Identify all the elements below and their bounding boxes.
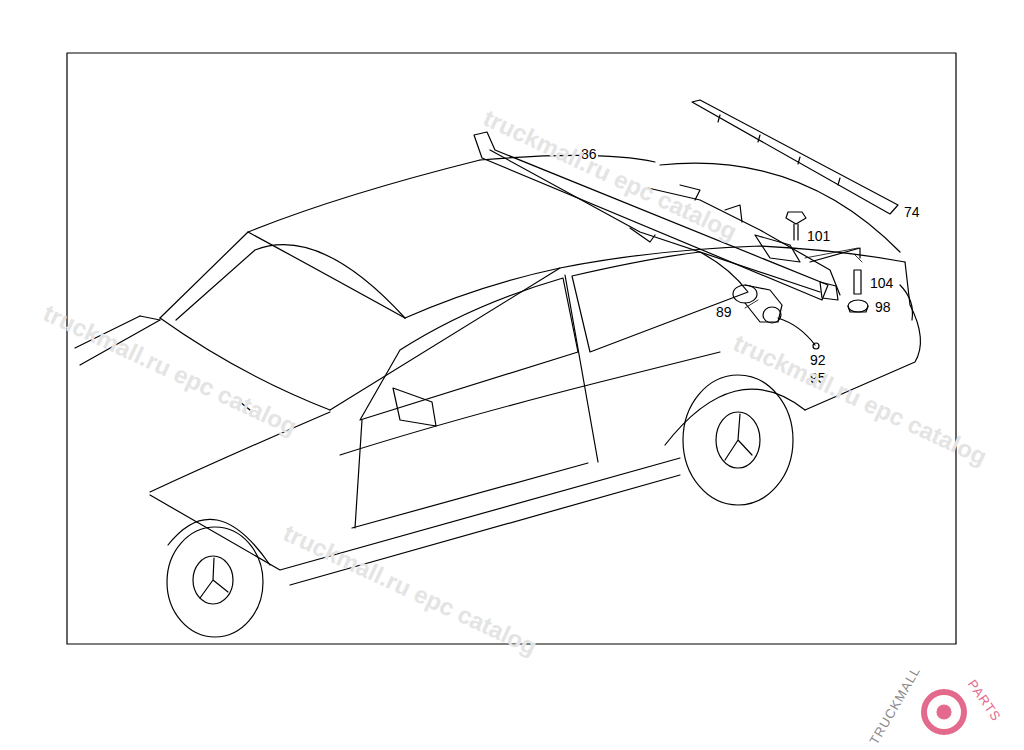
callout-number: 101 — [806, 229, 831, 244]
watermark: truckmall.ru epc catalog — [729, 330, 990, 470]
watermark: truckmall.ru epc catalog — [39, 300, 300, 440]
watermark: truckmall.ru epc catalog — [279, 520, 540, 660]
frame — [67, 53, 956, 644]
callout-number: 89 — [715, 305, 733, 320]
callout-number: 98 — [874, 300, 892, 315]
watermark: truckmall.ru epc catalog — [479, 105, 740, 245]
logo-text: PARTS — [965, 677, 1004, 724]
logo-text: TRUCKMALL — [866, 664, 923, 747]
callout-number: 104 — [869, 276, 894, 291]
callout-number: 74 — [903, 205, 921, 220]
